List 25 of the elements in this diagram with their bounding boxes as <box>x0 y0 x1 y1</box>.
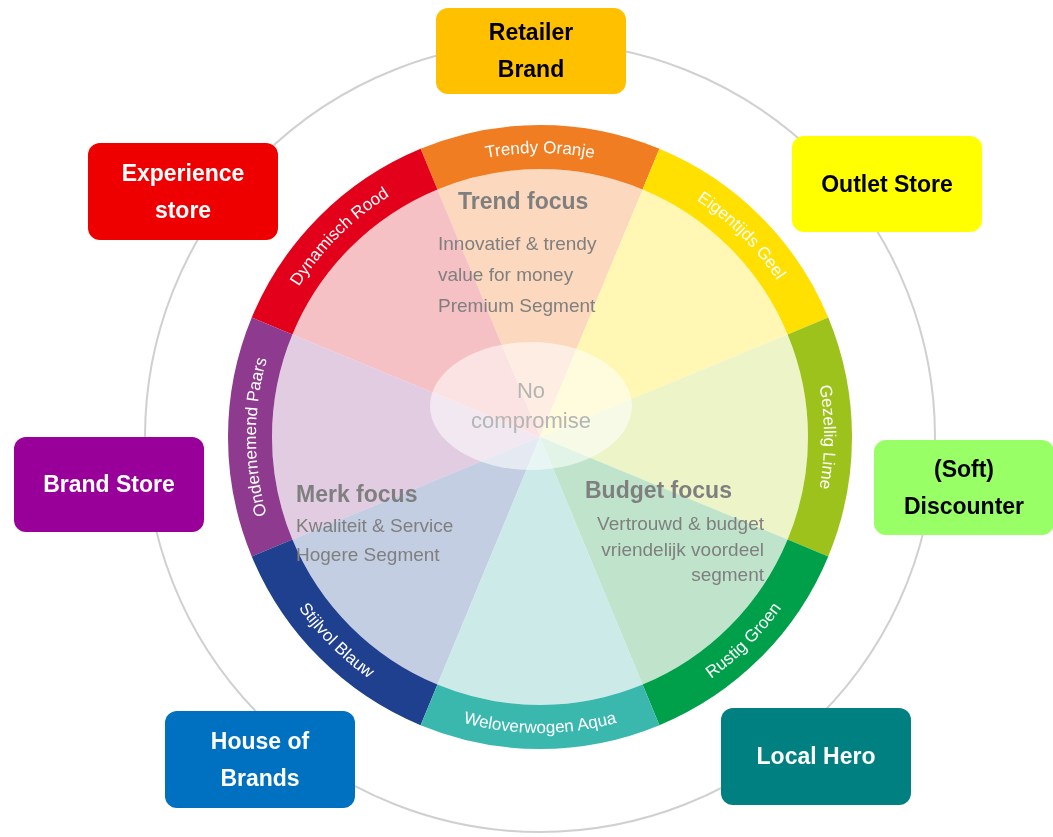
box-label: Local Hero <box>755 742 877 772</box>
box-label: Brand Store <box>42 470 176 500</box>
focus-text: Kwaliteit & Service <box>296 515 454 538</box>
box-label: Experience store <box>120 158 246 225</box>
focus-text: Premium Segment <box>438 295 596 318</box>
category-box <box>165 711 355 808</box>
focus-heading: Budget focus <box>585 477 732 505</box>
box-label: House of Brands <box>209 726 311 793</box>
focus-heading: Trend focus <box>458 188 589 216</box>
segment-label: Weloverwogen Aqua <box>461 708 619 737</box>
box-label: Outlet Store <box>820 169 954 199</box>
focus-text: Innovatief & trendy <box>438 233 597 256</box>
focus-text: Vertrouwd & budget vriendelijk voordeel segment <box>596 512 764 588</box>
center-label: No compromise <box>470 377 592 435</box>
category-box <box>14 437 204 532</box>
category-box <box>874 440 1053 535</box>
category-box <box>721 708 911 805</box>
category-box <box>436 8 626 94</box>
category-box <box>792 136 982 232</box>
category-box <box>88 143 278 240</box>
focus-heading: Merk focus <box>296 481 418 509</box>
segment-label: Trendy Oranje <box>483 137 597 162</box>
box-label: (Soft) Discounter <box>902 454 1026 521</box>
box-label: Retailer Brand <box>487 18 575 84</box>
focus-text: value for money <box>438 264 574 287</box>
